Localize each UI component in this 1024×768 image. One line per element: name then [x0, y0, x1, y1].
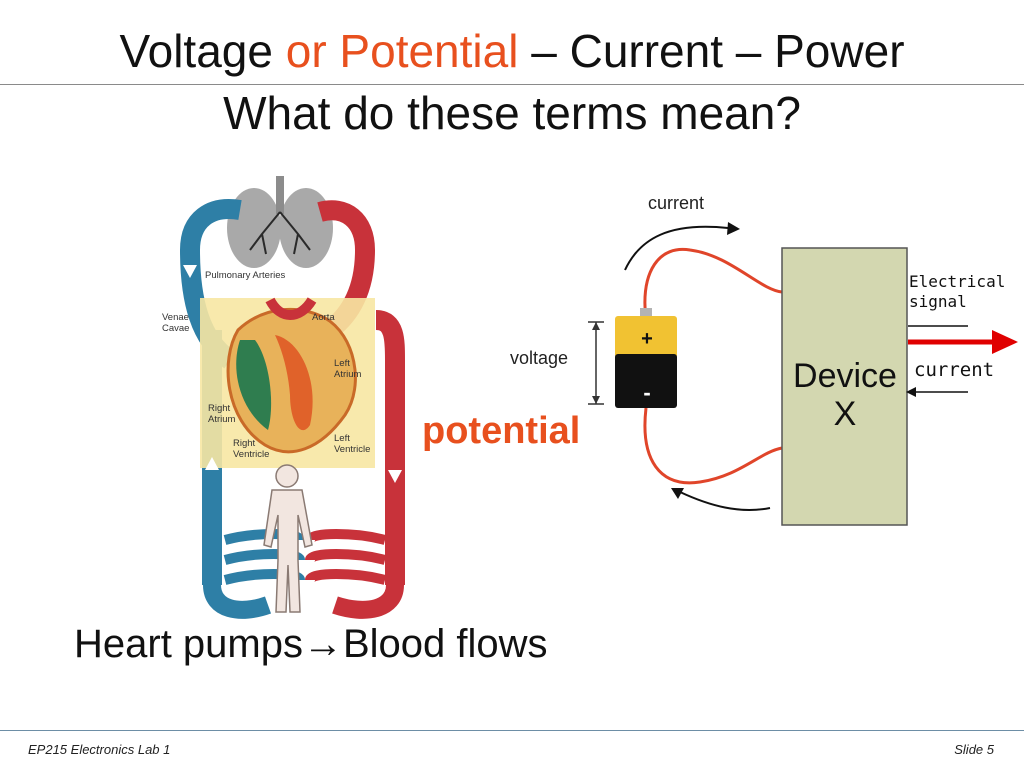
footer-divider — [0, 730, 1024, 731]
title-or-potential: or Potential — [285, 25, 519, 77]
battery-icon: + - — [615, 308, 677, 408]
bottom-wire — [643, 407, 783, 485]
voltage-label: voltage — [510, 348, 568, 368]
signal-line-2: signal — [909, 292, 967, 311]
label-right-ventricle-2: Ventricle — [233, 449, 269, 460]
title-current-power: – Current – Power — [518, 25, 905, 77]
device-x: X — [833, 395, 857, 433]
label-aorta: Aorta — [312, 312, 335, 323]
device-box — [781, 247, 908, 526]
label-cavae: Cavae — [162, 323, 189, 334]
title-divider — [0, 84, 1024, 85]
circulation-diagram: Pulmonary Arteries Venae Cavae Aorta Lef… — [162, 176, 405, 619]
label-right-ventricle-1: Right — [233, 438, 256, 449]
battery-minus: - — [643, 380, 650, 405]
label-right-atrium-1: Right — [208, 403, 231, 414]
heart-caption: Heart pumps→Blood flows — [74, 622, 548, 666]
label-left-ventricle-1: Left — [334, 433, 350, 444]
slide-title-line-1: Voltage or Potential – Current – Power — [0, 28, 1024, 74]
electrical-signal-label: Electrical signal — [909, 272, 1005, 312]
circuit-diagram: + - voltage current — [510, 193, 1018, 526]
battery-plus: + — [641, 328, 653, 350]
title-voltage: Voltage — [119, 25, 286, 77]
label-venae: Venae — [162, 312, 189, 323]
label-left-atrium-1: Left — [334, 358, 350, 369]
current-label-top: current — [648, 193, 704, 213]
label-right-atrium-2: Atrium — [208, 414, 236, 425]
top-wire — [643, 247, 783, 321]
human-figure-icon — [263, 464, 313, 613]
device-name: Device — [793, 357, 897, 395]
label-pulmonary-arteries: Pulmonary Arteries — [205, 270, 286, 281]
lungs-icon — [227, 176, 333, 268]
footer-course: EP215 Electronics Lab 1 — [28, 742, 171, 757]
current-label-right: current — [914, 359, 995, 381]
label-left-ventricle-2: Ventricle — [334, 444, 370, 455]
device-label: Device X — [784, 357, 906, 433]
signal-line-1: Electrical — [909, 272, 1006, 291]
potential-label: potential — [422, 410, 581, 452]
footer-slide-number: Slide 5 — [954, 742, 994, 757]
slide-title-line-2: What do these terms mean? — [223, 87, 801, 139]
label-left-atrium-2: Atrium — [334, 369, 362, 380]
heart-icon — [226, 297, 357, 454]
